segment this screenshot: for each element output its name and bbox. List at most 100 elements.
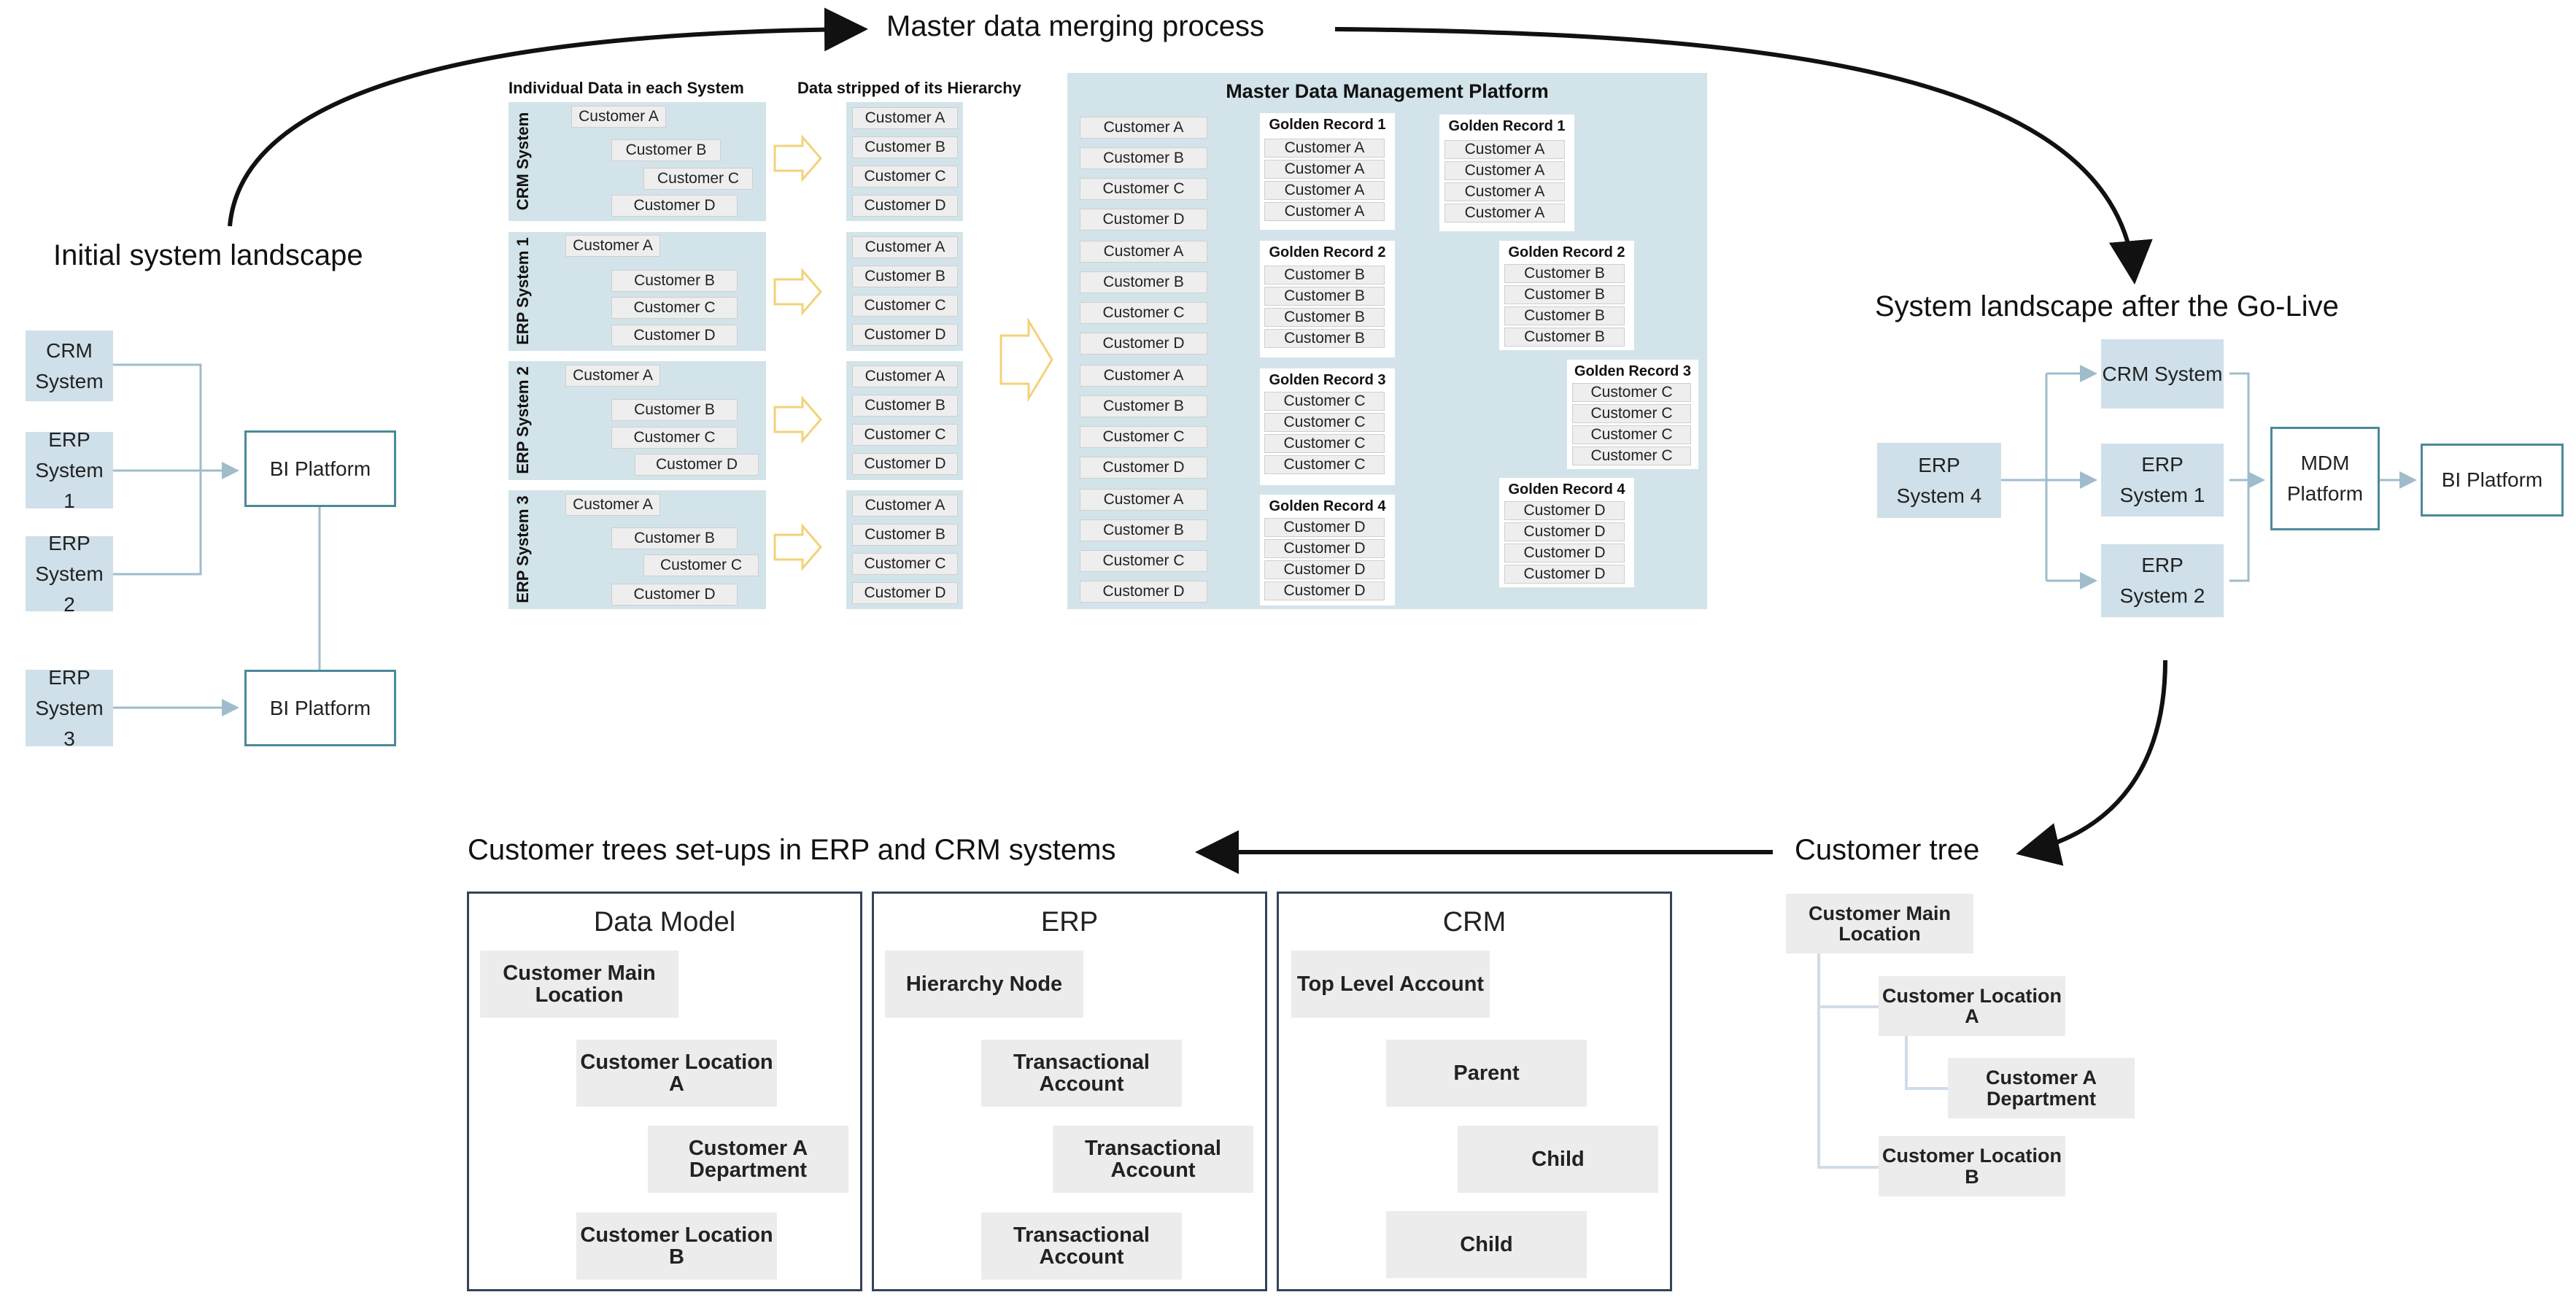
gr3-c2: Customer C bbox=[1264, 413, 1385, 432]
hier-golden-record-1-title: Golden Record 1 bbox=[1448, 118, 1566, 134]
stripped-erp2-c: Customer C bbox=[852, 424, 958, 446]
vlabel-crm: CRM System bbox=[514, 112, 532, 211]
hier-golden-record-2-title: Golden Record 2 bbox=[1508, 244, 1625, 260]
mdm-list-4: Customer D bbox=[1080, 209, 1207, 231]
erp3-customer-c: Customer C bbox=[643, 554, 759, 576]
erp3-customer-b: Customer B bbox=[611, 527, 738, 549]
stripped-data-header: Data stripped of its Hierarchy bbox=[797, 79, 1021, 97]
mdm-list-13: Customer A bbox=[1080, 489, 1207, 511]
erp-panel-title: ERP bbox=[1040, 907, 1099, 937]
arrow-initial-to-merge bbox=[228, 7, 868, 227]
hgr1-a3: Customer A bbox=[1444, 182, 1565, 201]
mdm-list-5: Customer A bbox=[1080, 241, 1207, 263]
hgr4-d2: Customer D bbox=[1504, 522, 1625, 541]
hgr3-c1: Customer C bbox=[1572, 383, 1691, 402]
arrow-after-to-tree bbox=[2016, 660, 2167, 866]
hgr2-b4: Customer B bbox=[1504, 328, 1625, 347]
initial-bi-platform-bottom: BI Platform bbox=[244, 670, 396, 746]
gr2-b4: Customer B bbox=[1264, 329, 1385, 348]
merge-process-label: Master data merging process bbox=[886, 10, 1265, 42]
after-mdm-label: MDM Platform bbox=[2286, 452, 2364, 505]
stripped-crm-a: Customer A bbox=[852, 107, 958, 129]
tree-customer-main-location: Customer Main Location bbox=[1786, 894, 1973, 954]
hgr1-a1: Customer A bbox=[1444, 140, 1565, 159]
stripped-crm-c: Customer C bbox=[852, 166, 958, 187]
mdm-list-2: Customer B bbox=[1080, 147, 1207, 169]
hgr3-c4: Customer C bbox=[1572, 446, 1691, 465]
erp3-customer-a: Customer A bbox=[565, 494, 660, 516]
crm-parent: Parent bbox=[1386, 1040, 1587, 1107]
mdm-list-16: Customer D bbox=[1080, 581, 1207, 603]
tree-customer-location-b: Customer Location B bbox=[1879, 1136, 2065, 1196]
mdm-list-7: Customer C bbox=[1080, 302, 1207, 324]
mdm-list-11: Customer C bbox=[1080, 426, 1207, 448]
dm-customer-location-a: Customer Location A bbox=[576, 1040, 777, 1107]
after-mdm-platform: MDM Platform bbox=[2270, 427, 2380, 530]
initial-erp-system-2: ERP System 2 bbox=[26, 532, 113, 616]
gr4-d4: Customer D bbox=[1264, 581, 1385, 600]
golden-record-4-title: Golden Record 4 bbox=[1269, 498, 1386, 514]
after-erp-system-1: ERP System 1 bbox=[2101, 444, 2224, 517]
tree-customer-location-a: Customer Location A bbox=[1879, 976, 2065, 1036]
tree-customer-a-department: Customer A Department bbox=[1948, 1058, 2135, 1118]
stripped-erp2-a: Customer A bbox=[852, 366, 958, 387]
vlabel-erp1: ERP System 1 bbox=[514, 237, 532, 345]
hgr2-b2: Customer B bbox=[1504, 285, 1625, 304]
erp1-customer-a: Customer A bbox=[565, 235, 660, 257]
after-erp-system-2: ERP System 2 bbox=[2101, 544, 2224, 617]
hgr3-c2: Customer C bbox=[1572, 404, 1691, 423]
initial-erp2-label: ERP System 2 bbox=[35, 531, 104, 616]
gr1-a4: Customer A bbox=[1264, 202, 1385, 221]
gr2-b3: Customer B bbox=[1264, 308, 1385, 327]
stripped-crm-b: Customer B bbox=[852, 136, 958, 158]
hgr4-d1: Customer D bbox=[1504, 501, 1625, 520]
erp-transactional-account-3: Transactional Account bbox=[981, 1213, 1182, 1280]
hgr2-b3: Customer B bbox=[1504, 306, 1625, 325]
hgr4-d4: Customer D bbox=[1504, 565, 1625, 584]
customer-tree-label: Customer tree bbox=[1795, 834, 1980, 866]
initial-erp-system-1: ERP System 1 bbox=[26, 428, 113, 512]
mdm-platform-header: Master Data Management Platform bbox=[1226, 80, 1549, 102]
hier-golden-record-4-title: Golden Record 4 bbox=[1508, 482, 1625, 498]
initial-erp3-label: ERP System 3 bbox=[35, 665, 104, 750]
gr3-c4: Customer C bbox=[1264, 455, 1385, 474]
initial-landscape-label: Initial system landscape bbox=[53, 239, 363, 271]
erp1-customer-c: Customer C bbox=[611, 297, 738, 319]
dm-customer-main-location: Customer Main Location bbox=[480, 951, 678, 1018]
gr1-a1: Customer A bbox=[1264, 139, 1385, 158]
after-landscape-label: System landscape after the Go-Live bbox=[1875, 290, 2339, 322]
golden-record-1-title: Golden Record 1 bbox=[1269, 117, 1386, 133]
gr2-b2: Customer B bbox=[1264, 287, 1385, 306]
erp2-customer-c: Customer C bbox=[611, 427, 738, 449]
stripped-erp3-d: Customer D bbox=[852, 582, 958, 604]
vlabel-erp3: ERP System 3 bbox=[514, 495, 532, 603]
gr3-c1: Customer C bbox=[1264, 392, 1385, 411]
crm-child-1: Child bbox=[1458, 1126, 1658, 1193]
stripped-erp1-b: Customer B bbox=[852, 266, 958, 287]
crm-top-level-account: Top Level Account bbox=[1291, 951, 1490, 1018]
hgr2-b1: Customer B bbox=[1504, 264, 1625, 283]
gr3-c3: Customer C bbox=[1264, 434, 1385, 453]
crm-customer-a: Customer A bbox=[571, 106, 666, 128]
initial-bi-platform-top: BI Platform bbox=[244, 430, 396, 507]
stripped-erp2-d: Customer D bbox=[852, 453, 958, 475]
erp1-customer-b: Customer B bbox=[611, 270, 738, 292]
mdm-list-6: Customer B bbox=[1080, 271, 1207, 293]
stripped-erp3-b: Customer B bbox=[852, 524, 958, 546]
crm-child-2: Child bbox=[1386, 1211, 1587, 1278]
hgr3-c3: Customer C bbox=[1572, 425, 1691, 444]
after-erp-system-4: ERP System 4 bbox=[1877, 443, 2001, 518]
after-crm-system: CRM System bbox=[2101, 339, 2224, 409]
initial-erp-system-3: ERP System 3 bbox=[26, 666, 113, 750]
individual-data-header: Individual Data in each System bbox=[508, 79, 744, 97]
mdm-list-8: Customer D bbox=[1080, 333, 1207, 355]
initial-crm-label: CRM System bbox=[35, 339, 104, 392]
after-erp4-label: ERP System 4 bbox=[1896, 453, 1982, 507]
gr2-b1: Customer B bbox=[1264, 266, 1385, 285]
mdm-list-12: Customer D bbox=[1080, 457, 1207, 479]
dm-customer-location-b: Customer Location B bbox=[576, 1213, 777, 1280]
erp-hierarchy-node: Hierarchy Node bbox=[885, 951, 1083, 1018]
mdm-list-10: Customer B bbox=[1080, 395, 1207, 417]
hgr1-a2: Customer A bbox=[1444, 161, 1565, 180]
gr4-d3: Customer D bbox=[1264, 560, 1385, 579]
